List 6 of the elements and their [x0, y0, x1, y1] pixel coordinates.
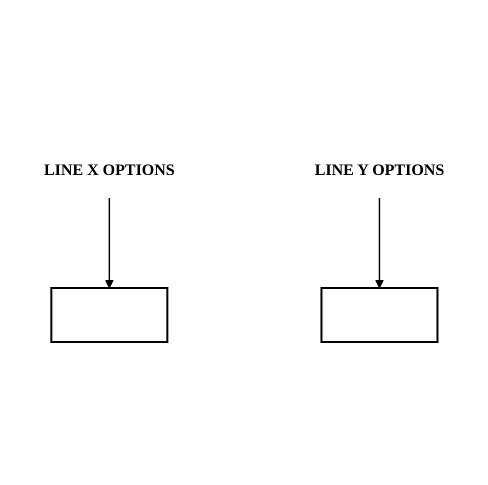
node-text: LINE X OPTIONS — [44, 162, 175, 178]
arrow — [374, 198, 384, 288]
node-box — [50, 286, 168, 342]
node-text: LINE Y OPTIONS — [314, 162, 444, 178]
arrow — [104, 198, 114, 288]
node-box — [320, 286, 438, 342]
